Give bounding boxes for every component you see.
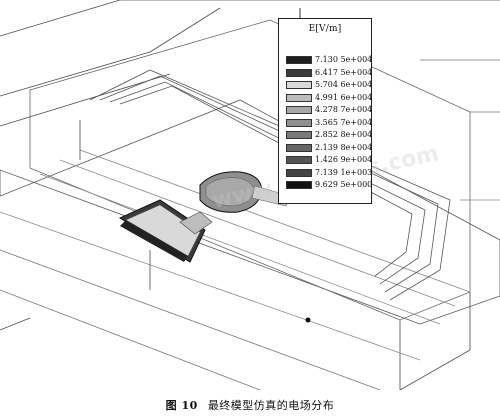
- legend-entry: 2.139 8e+004: [283, 142, 373, 155]
- legend-value: 2.139 8e+004: [315, 142, 373, 152]
- legend-entry: 3.565 7e+004: [283, 117, 373, 130]
- legend-value: 4.278 7e+004: [315, 105, 373, 114]
- legend-swatch: [286, 156, 312, 164]
- legend-swatch: [286, 181, 312, 189]
- figure: www.elecfans.com E[V/m] 7.130 5e+004 6.4…: [0, 0, 500, 390]
- legend-swatch: [286, 118, 312, 127]
- legend-entry: 4.278 7e+004: [283, 104, 373, 117]
- legend-swatch: [286, 131, 312, 139]
- legend-value: 7.139 1e+003: [315, 167, 373, 177]
- figure-number: 图 10: [165, 399, 198, 412]
- legend-value: 2.852 8e+004: [315, 130, 373, 139]
- legend-swatch: [286, 106, 312, 114]
- legend-title: E[V/m]: [308, 24, 342, 34]
- legend-entry: 7.139 1e+003: [283, 167, 373, 180]
- legend-value: 9.629 5e+000: [315, 180, 373, 189]
- legend-value: 5.704 6e+004: [315, 80, 373, 89]
- legend-list: 7.130 5e+004 6.417 5e+004 5.704 6e+004 4…: [283, 54, 373, 192]
- legend-swatch: [286, 168, 312, 177]
- legend-value: 7.130 5e+004: [315, 55, 373, 64]
- figure-caption: 图 10 最终模型仿真的电场分布: [0, 397, 500, 413]
- probe-dot: [305, 317, 311, 323]
- legend-value: 4.991 6e+004: [315, 92, 373, 102]
- legend-entry: 1.426 9e+004: [283, 154, 373, 167]
- legend-swatch: [286, 81, 312, 89]
- legend-swatch: [286, 68, 312, 77]
- legend-value: 3.565 7e+004: [315, 117, 373, 127]
- legend-swatch: [286, 56, 312, 64]
- legend-swatch: [286, 93, 312, 102]
- legend-entry: 2.852 8e+004: [283, 129, 373, 142]
- legend-entry: 7.130 5e+004: [283, 54, 373, 67]
- legend-entry: 6.417 5e+004: [283, 67, 373, 80]
- legend-swatch: [286, 143, 312, 152]
- simulation-model-drawing: [0, 0, 500, 390]
- field-legend: E[V/m] 7.130 5e+004 6.417 5e+004 5.704 6…: [278, 18, 372, 204]
- legend-entry: 5.704 6e+004: [283, 79, 373, 92]
- legend-value: 6.417 5e+004: [315, 67, 373, 77]
- figure-caption-text: 最终模型仿真的电场分布: [207, 399, 335, 412]
- legend-value: 1.426 9e+004: [315, 155, 373, 164]
- legend-entry: 9.629 5e+000: [283, 179, 373, 192]
- legend-entry: 4.991 6e+004: [283, 92, 373, 105]
